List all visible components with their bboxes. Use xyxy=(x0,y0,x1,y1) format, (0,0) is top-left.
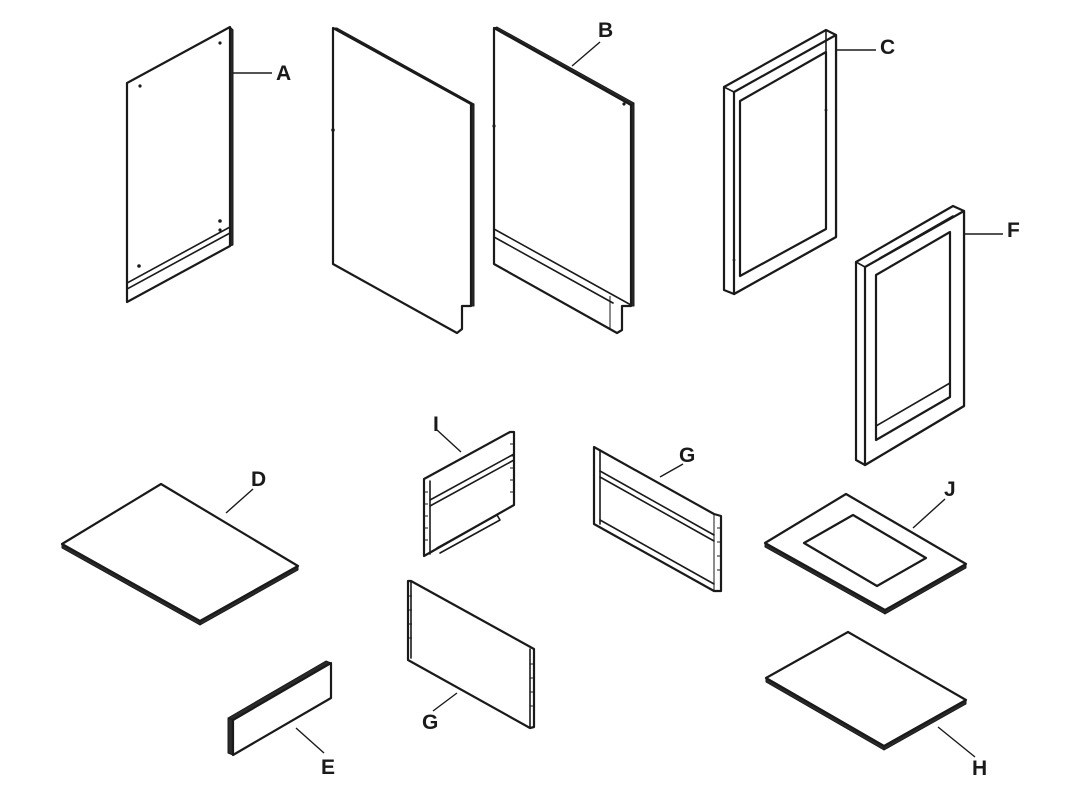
label-e: E xyxy=(321,756,335,779)
label-c: C xyxy=(880,36,895,59)
label-i: I xyxy=(433,413,439,436)
part-f-door xyxy=(854,204,966,467)
part-i-drawer-box xyxy=(422,430,516,558)
part-h-sheet xyxy=(764,630,968,751)
label-a: A xyxy=(276,62,291,85)
label-j: J xyxy=(944,478,956,501)
part-a-panel xyxy=(125,25,234,304)
part-g-drawer-panel-bottom xyxy=(406,579,536,730)
label-f: F xyxy=(1007,219,1020,242)
leader-lines xyxy=(225,41,1003,758)
part-g-drawer-panel-top xyxy=(592,445,723,593)
part-j-frame xyxy=(763,492,968,615)
label-b: B xyxy=(598,19,613,42)
label-g-top: G xyxy=(679,444,695,467)
label-g-bottom: G xyxy=(422,711,438,734)
part-d-shelf xyxy=(60,482,300,626)
label-h: H xyxy=(972,757,987,780)
part-e-board xyxy=(227,660,333,757)
label-d: D xyxy=(251,468,266,491)
part-c-door xyxy=(722,28,838,296)
side-panel-plain xyxy=(331,26,475,335)
part-b-panel xyxy=(492,26,635,335)
